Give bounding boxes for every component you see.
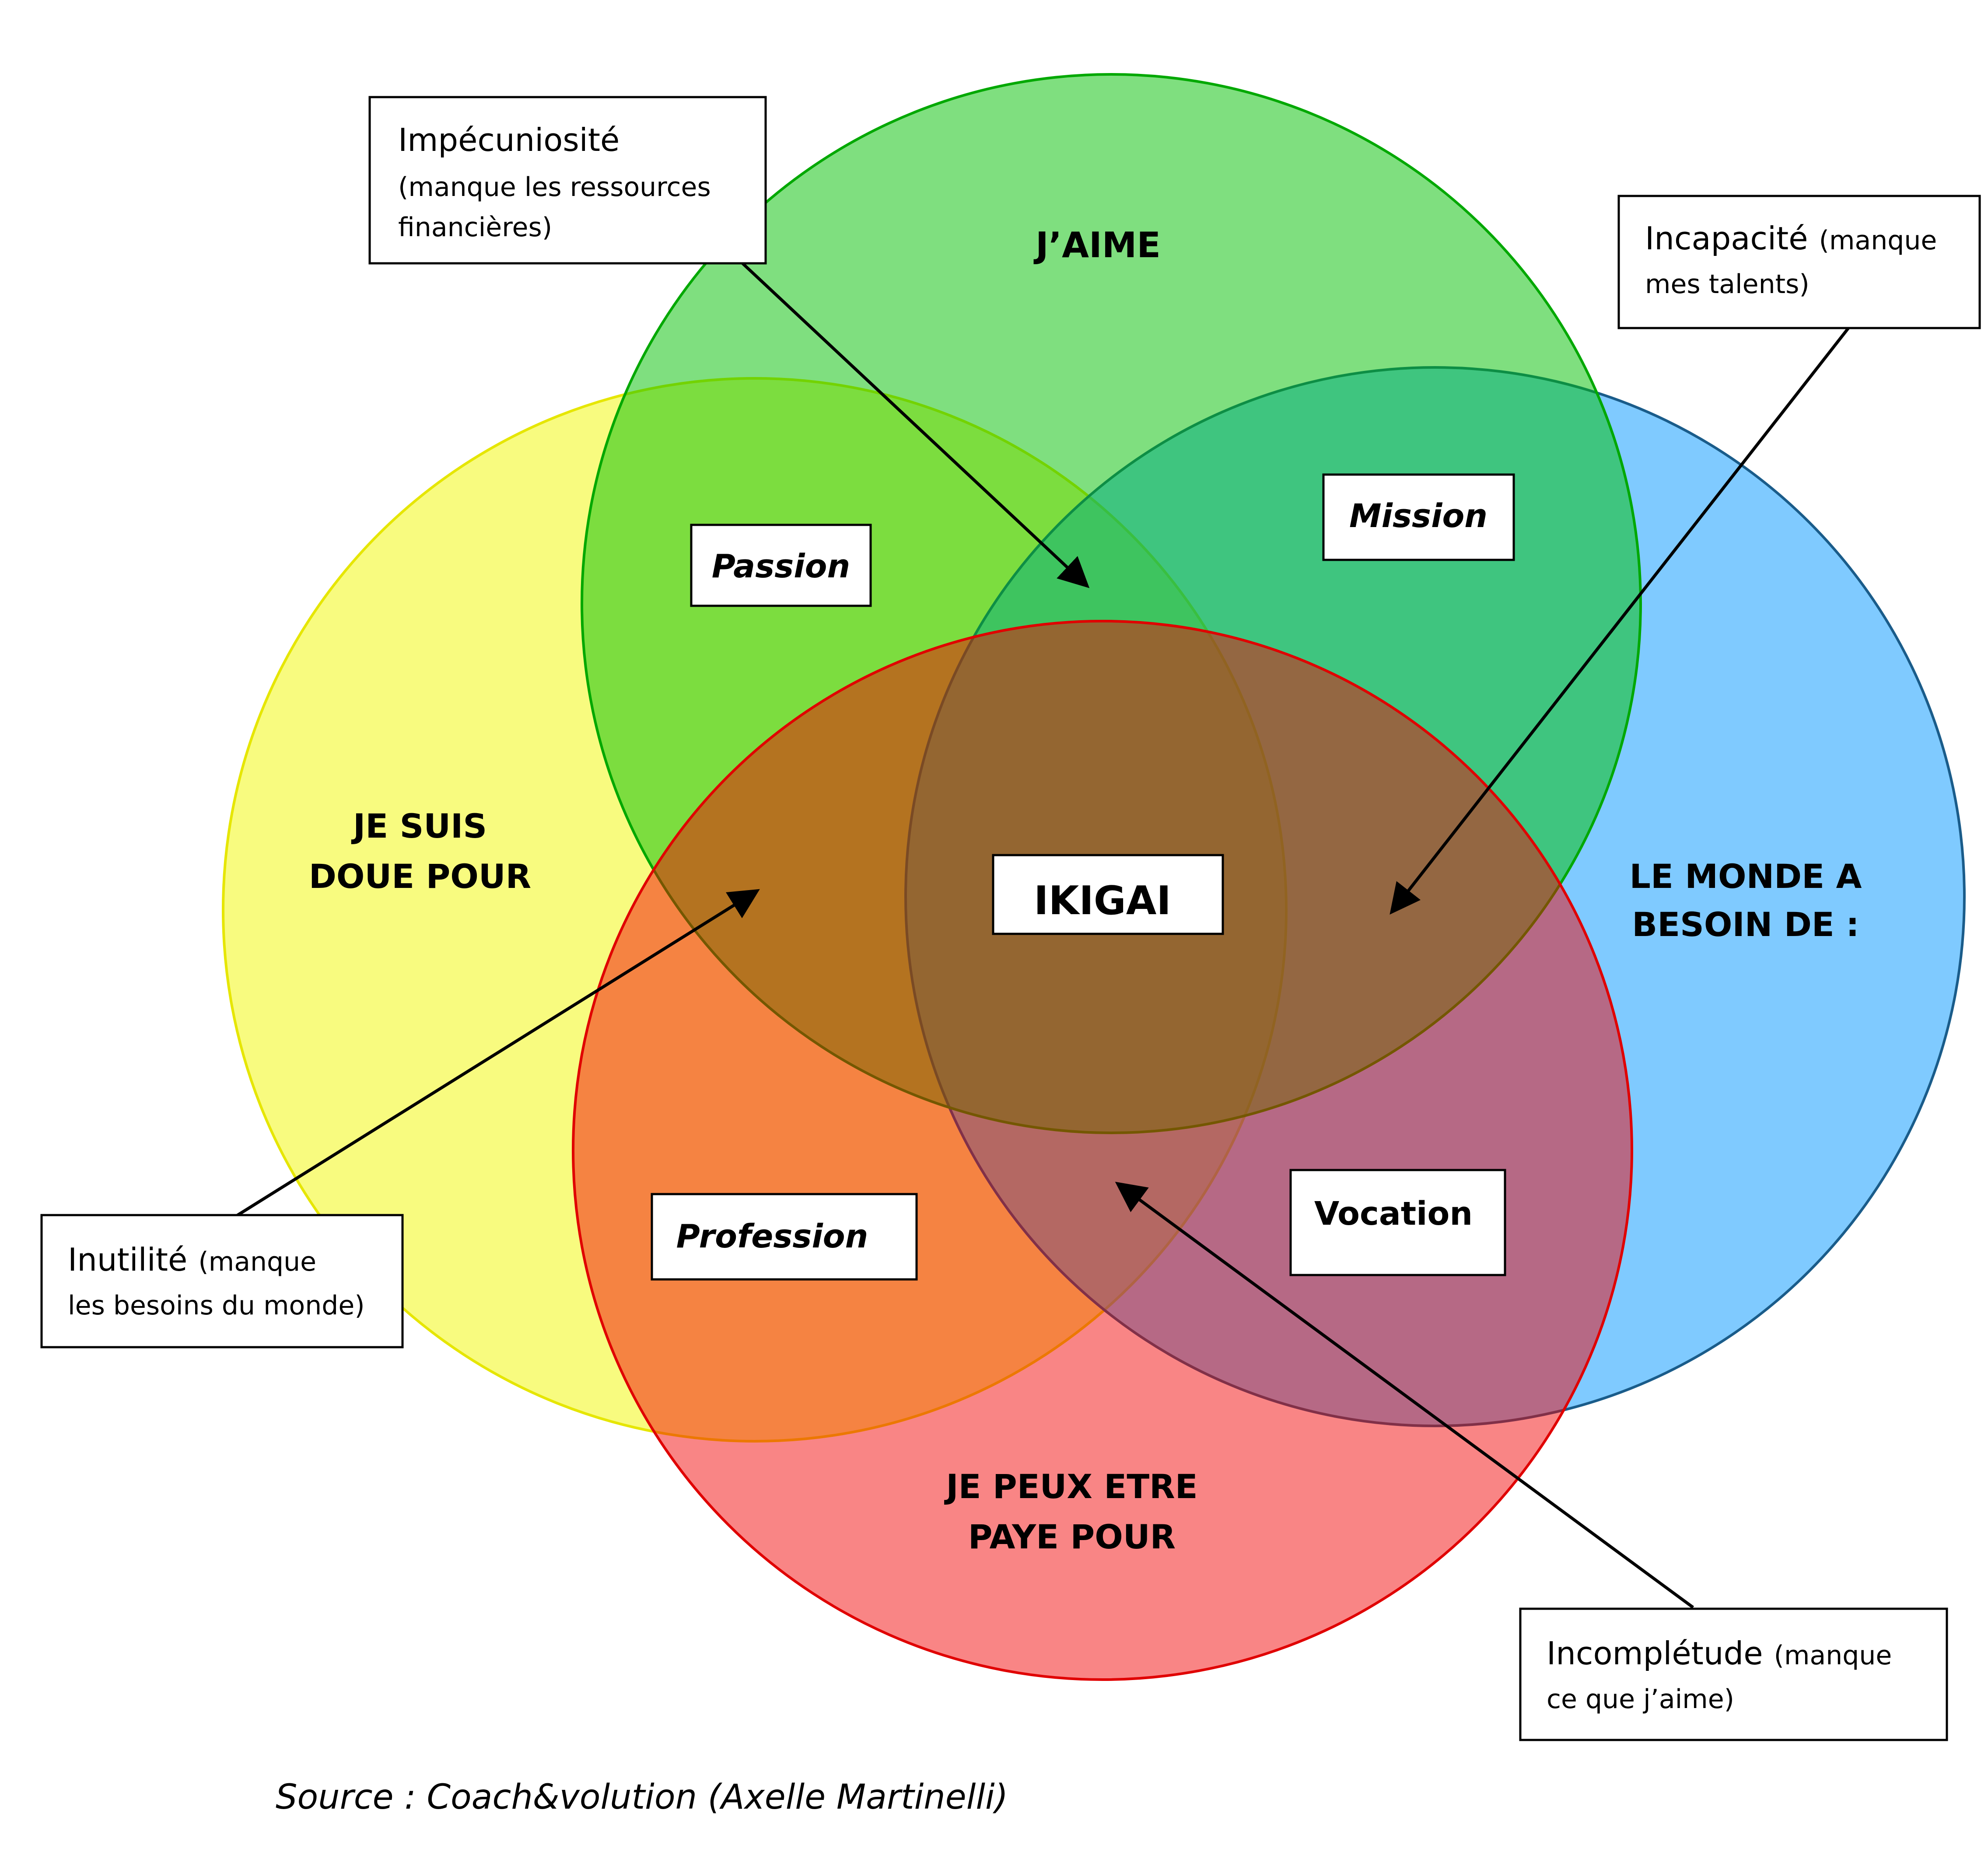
ikigai-label: IKIGAI — [992, 854, 1224, 935]
ikigai-text: IKIGAI — [1034, 878, 1171, 924]
mission-label: Mission — [1322, 473, 1515, 561]
incapacite-title-suffix: (manque — [1819, 225, 1937, 256]
vocation-text: Vocation — [1314, 1195, 1473, 1233]
incapacite-title: Incapacité — [1645, 220, 1808, 257]
circle-title-paye-line2: PAYE POUR — [968, 1517, 1176, 1556]
incompletude-title-line: Incomplétude (manque — [1547, 1635, 1892, 1672]
incompletude-title-suffix: (manque — [1774, 1640, 1892, 1671]
passion-label: Passion — [690, 524, 872, 607]
circle-jaime — [581, 73, 1642, 1134]
passion-text: Passion — [712, 548, 850, 585]
impecuniosite-title: Impécuniosité — [398, 122, 620, 158]
profession-text: Profession — [676, 1218, 868, 1255]
annotation-inutilite: Inutilité (manque les besoins du monde) — [40, 1214, 404, 1348]
annotation-incapacite: Incapacité (manque mes talents) — [1617, 195, 1981, 329]
incompletude-line2: ce que j’aime) — [1547, 1684, 1734, 1715]
incompletude-title: Incomplétude — [1547, 1635, 1763, 1672]
annotation-incompletude: Incomplétude (manque ce que j’aime) — [1519, 1607, 1948, 1741]
arrow-impecuniosite — [740, 261, 1090, 588]
incapacite-title-line: Incapacité (manque — [1645, 220, 1937, 257]
circle-title-doue-line1: JE SUIS — [351, 807, 487, 845]
arrow-incompletude — [1115, 1181, 1694, 1609]
circle-paye-pour — [572, 620, 1633, 1681]
circle-title-monde-line1: LE MONDE A — [1630, 857, 1862, 896]
impecuniosite-line2: financières) — [398, 212, 552, 243]
inutilite-title-suffix: (manque — [198, 1247, 316, 1277]
arrow-incapacite — [1390, 327, 1850, 915]
inutilite-title: Inutilité — [68, 1241, 187, 1278]
impecuniosite-line1: (manque les ressources — [398, 172, 711, 203]
inutilite-title-line: Inutilité (manque — [68, 1241, 316, 1278]
circle-title-paye-line1: JE PEUX ETRE — [944, 1467, 1197, 1506]
source-caption: Source : Coach&volution (Axelle Martinel… — [276, 1778, 1008, 1817]
profession-label: Profession — [651, 1193, 918, 1281]
incapacite-line2: mes talents) — [1645, 269, 1810, 300]
vocation-label: Vocation — [1289, 1169, 1506, 1276]
circle-title-monde-line2: BESOIN DE : — [1632, 905, 1859, 944]
arrow-inutilite — [235, 889, 760, 1217]
circle-title-doue-line2: DOUE POUR — [309, 857, 531, 896]
circle-title-jaime: J’AIME — [1033, 225, 1161, 266]
inutilite-line2: les besoins du monde) — [68, 1290, 365, 1321]
annotation-impecuniosite: Impécuniosité (manque les ressources fin… — [368, 96, 767, 265]
mission-text: Mission — [1349, 497, 1488, 535]
